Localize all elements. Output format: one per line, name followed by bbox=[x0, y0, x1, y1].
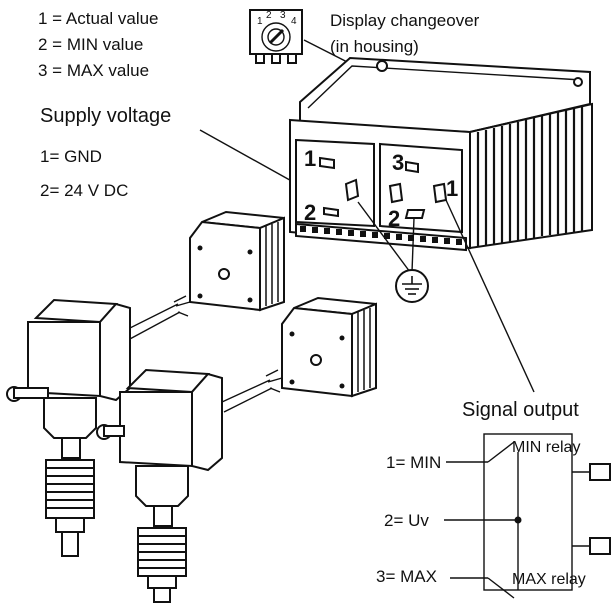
signal-pin-1: 1 bbox=[446, 176, 458, 201]
relay-circuit bbox=[444, 433, 611, 599]
supply-pin-24v: 2= 24 V DC bbox=[40, 181, 128, 200]
legend-item-min: 2 = MIN value bbox=[38, 35, 143, 54]
supply-pin-gnd: 1= GND bbox=[40, 147, 102, 166]
level-sensor-right bbox=[96, 368, 283, 603]
switch-digit-1: 1 bbox=[257, 16, 263, 27]
signal-input-max: 3= MAX bbox=[376, 567, 437, 586]
supply-pin-1: 1 bbox=[304, 146, 316, 171]
min-relay-coil bbox=[589, 463, 611, 481]
in-housing-label: (in housing) bbox=[330, 37, 419, 56]
plug-connector-lower bbox=[281, 296, 377, 398]
max-relay-coil bbox=[589, 537, 611, 555]
level-sensor-left bbox=[6, 295, 191, 557]
max-relay-label: MAX relay bbox=[512, 571, 586, 588]
signal-leader-line bbox=[445, 199, 535, 393]
switch-digit-4: 4 bbox=[291, 16, 297, 27]
switch-digit-2: 2 bbox=[266, 10, 272, 21]
supply-voltage-title: Supply voltage bbox=[40, 105, 171, 127]
signal-input-uv: 2= Uv bbox=[384, 511, 429, 530]
legend-item-actual: 1 = Actual value bbox=[38, 9, 159, 28]
signal-connector: 3 1 2 bbox=[379, 142, 463, 234]
display-changeover-label: Display changeover bbox=[330, 11, 480, 30]
legend-item-max: 3 = MAX value bbox=[38, 61, 149, 80]
switch-digit-3: 3 bbox=[280, 10, 286, 21]
signal-pin-2: 2 bbox=[388, 206, 400, 231]
min-relay-label: MIN relay bbox=[512, 439, 580, 456]
plug-connector-upper bbox=[189, 210, 285, 312]
signal-input-min: 1= MIN bbox=[386, 453, 441, 472]
supply-pin-2: 2 bbox=[304, 200, 316, 225]
signal-output-title: Signal output bbox=[462, 399, 579, 421]
signal-pin-3: 3 bbox=[392, 150, 404, 175]
supply-connector: 1 2 bbox=[295, 138, 375, 228]
ground-icon bbox=[357, 201, 429, 303]
rotary-switch-icon: 1 2 3 4 bbox=[249, 9, 303, 64]
